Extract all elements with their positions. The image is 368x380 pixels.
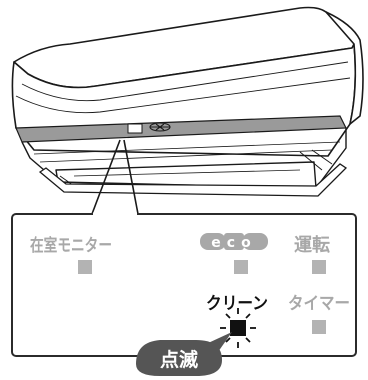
indicator-label-clean: クリーン	[206, 294, 268, 314]
indicator-label-timer: タイマー	[288, 294, 350, 314]
indicator-lamp-run	[312, 260, 326, 274]
indicator-lamp-timer	[312, 320, 326, 334]
blink-rays	[220, 308, 256, 348]
indicator-lamp-occupancy	[78, 260, 92, 274]
unit-crease-line-2	[15, 77, 351, 114]
brand-logo	[149, 122, 171, 132]
indicator-label-occupancy: 在室モニター	[30, 235, 112, 256]
unit-crease-line	[21, 61, 349, 102]
indicator-label-eco: eco	[200, 233, 268, 251]
blink-badge: 点滅	[136, 332, 232, 376]
indicator-label-run: 運転	[294, 234, 330, 256]
blink-badge-label: 点滅	[160, 348, 198, 371]
unit-right-side	[325, 11, 364, 125]
callout-pointer	[91, 139, 139, 215]
display-window	[127, 123, 143, 134]
bottom-tray	[38, 163, 348, 197]
indicator-lamp-clean	[230, 320, 246, 336]
indicator-lamp-eco	[234, 260, 248, 274]
indicator-label-eco-text: eco	[211, 235, 256, 251]
